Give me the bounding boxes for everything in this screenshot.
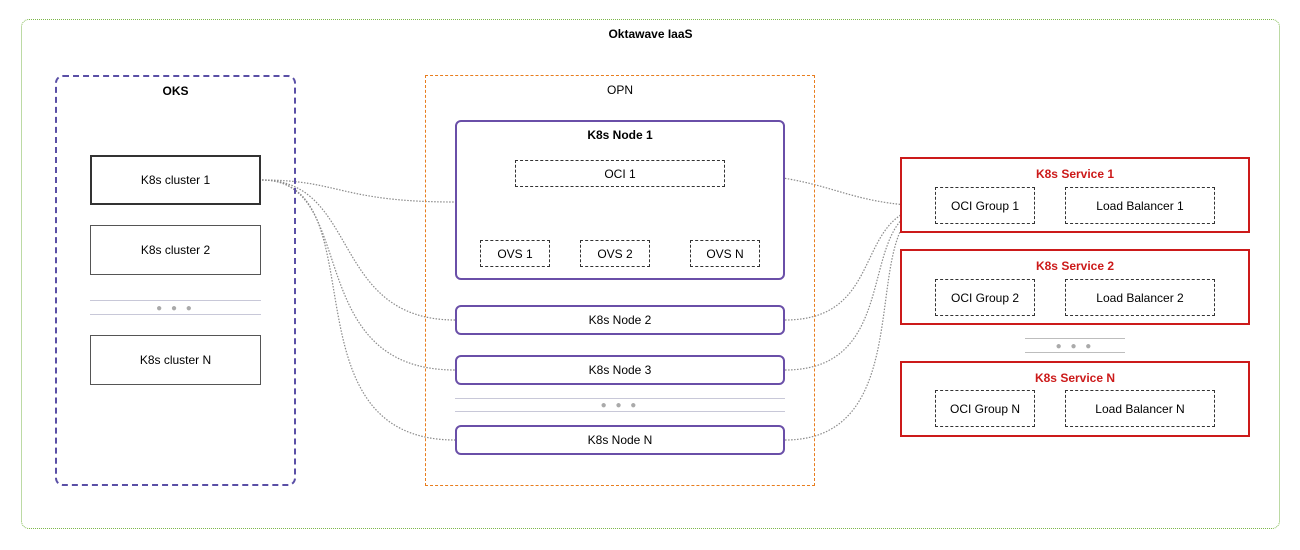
oks-ellipsis-separator: ● ● ● (90, 300, 261, 316)
oci-1-box[interactable]: OCI 1 (515, 160, 725, 187)
cluster-n-box[interactable]: K8s cluster N (90, 335, 261, 385)
node-3-label: K8s Node 3 (588, 363, 652, 377)
node-2-label: K8s Node 2 (588, 313, 652, 327)
link-cluster1-nodeN (261, 179, 456, 441)
load-balancer-2-box[interactable]: Load Balancer 2 (1065, 279, 1215, 316)
load-balancer-n-label: Load Balancer N (1095, 401, 1185, 416)
oci-1-label: OCI 1 (604, 166, 636, 181)
ellipsis-icon: ● ● ● (156, 302, 195, 314)
link-cluster1-node1 (261, 179, 456, 203)
opn-group: OPN (425, 75, 815, 486)
load-balancer-1-label: Load Balancer 1 (1096, 198, 1184, 213)
cluster-2-label: K8s cluster 2 (140, 243, 211, 257)
cluster-2-box[interactable]: K8s cluster 2 (90, 225, 261, 275)
services-ellipsis-separator: ● ● ● (1025, 338, 1125, 354)
node-2-box[interactable]: K8s Node 2 (455, 305, 785, 335)
ovs-1-label: OVS 1 (497, 246, 533, 261)
iaas-boundary: Oktawave IaaS (21, 19, 1280, 529)
ellipsis-icon: ● ● ● (600, 399, 640, 411)
service-1-title: K8s Service 1 (1035, 167, 1115, 181)
service-n-title: K8s Service N (1034, 371, 1116, 385)
load-balancer-n-box[interactable]: Load Balancer N (1065, 390, 1215, 427)
oci-group-1-box[interactable]: OCI Group 1 (935, 187, 1035, 224)
cluster-1-box[interactable]: K8s cluster 1 (90, 155, 261, 205)
node-1-title: K8s Node 1 (587, 128, 653, 142)
cluster-1-label: K8s cluster 1 (140, 173, 211, 187)
ovs-2-box[interactable]: OVS 2 (580, 240, 650, 267)
load-balancer-2-label: Load Balancer 2 (1096, 290, 1184, 305)
oks-group: OKS (55, 75, 296, 486)
oci-group-1-label: OCI Group 1 (950, 198, 1020, 213)
node-3-box[interactable]: K8s Node 3 (455, 355, 785, 385)
ellipsis-icon: ● ● ● (1055, 340, 1095, 352)
iaas-title: Oktawave IaaS (608, 27, 693, 41)
opn-ellipsis-separator: ● ● ● (455, 398, 785, 412)
oci-group-2-box[interactable]: OCI Group 2 (935, 279, 1035, 316)
oci-group-2-label: OCI Group 2 (950, 290, 1020, 305)
cluster-n-label: K8s cluster N (139, 353, 212, 367)
service-2-title: K8s Service 2 (1035, 259, 1115, 273)
oci-group-n-label: OCI Group N (949, 401, 1021, 416)
oci-group-n-box[interactable]: OCI Group N (935, 390, 1035, 427)
ovs-2-label: OVS 2 (597, 246, 633, 261)
node-n-box[interactable]: K8s Node N (455, 425, 785, 455)
ovs-n-label: OVS N (706, 246, 744, 261)
oks-title: OKS (162, 84, 189, 98)
node-n-label: K8s Node N (587, 433, 653, 447)
ovs-1-box[interactable]: OVS 1 (480, 240, 550, 267)
ovs-n-box[interactable]: OVS N (690, 240, 760, 267)
opn-title: OPN (606, 83, 633, 97)
load-balancer-1-box[interactable]: Load Balancer 1 (1065, 187, 1215, 224)
